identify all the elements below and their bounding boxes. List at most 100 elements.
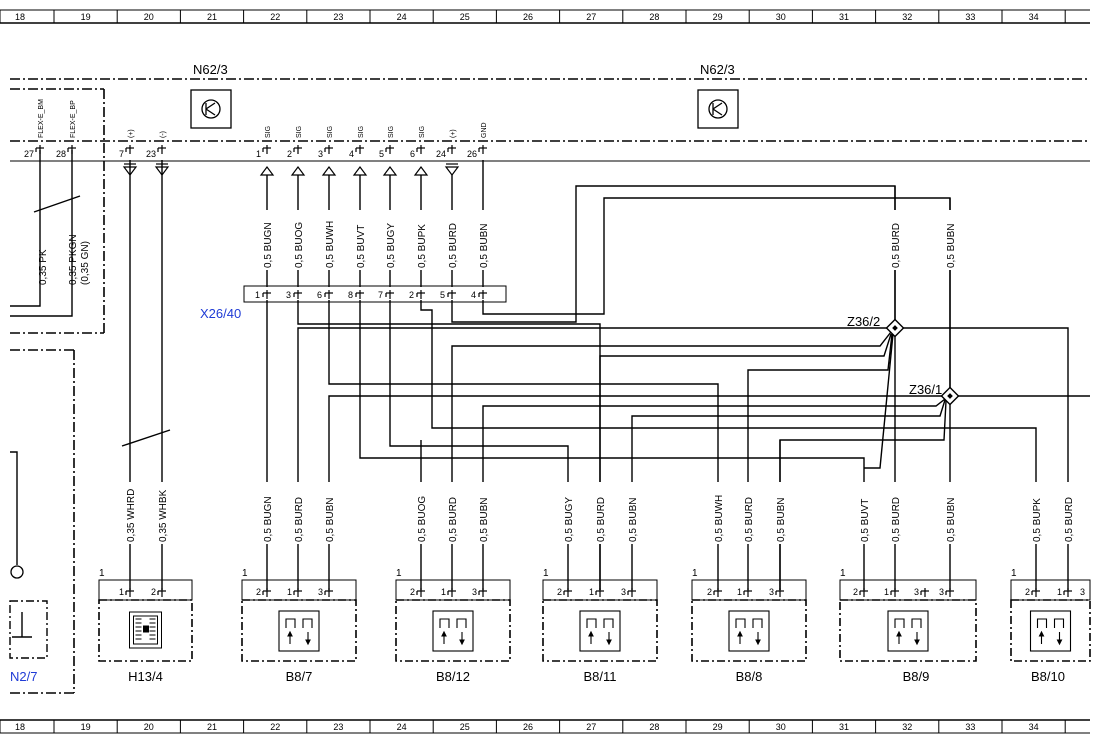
grid-ruler-bottom: [0, 719, 1090, 734]
pin-icon: [385, 145, 394, 154]
wire-label: 0,35 PKGN: [68, 234, 79, 285]
module-label-n62-right: N62/3: [700, 62, 735, 77]
grid-number: 29: [713, 12, 723, 22]
grid-number: 26: [523, 722, 533, 732]
svg-text:Z36/2: Z36/2: [847, 314, 880, 329]
pin-number: 23: [146, 149, 156, 159]
wire-label: 0,5 BURD: [891, 497, 902, 542]
grid-number: 33: [965, 12, 975, 22]
component-label: B8/11: [583, 669, 616, 684]
grid-number: 20: [144, 722, 154, 732]
pin-signal-label: (-): [160, 131, 167, 138]
connector-x26-40: X26/40: [200, 285, 507, 321]
grid-number: 25: [460, 722, 470, 732]
pin-number: 1: [884, 587, 889, 597]
wire-label: 0,5 BURD: [1064, 497, 1075, 542]
component-label: B8/8: [736, 669, 763, 684]
grid-number: 31: [839, 12, 849, 22]
pin-number: 1: [242, 568, 248, 579]
grid-number: 33: [965, 722, 975, 732]
wire-label: 0,5 BUVT: [860, 499, 871, 542]
wire-label: 0,5 BUPK: [1032, 498, 1043, 542]
pin-signal-label: SIG: [419, 126, 426, 138]
component-n2-7: N2/7: [9, 565, 48, 684]
pin-number: 3: [472, 587, 477, 597]
pin-icon: [1031, 588, 1040, 597]
wire-label: 0,5 BUOG: [417, 496, 428, 542]
pin-number: 4: [349, 149, 354, 159]
wire-label: 0,35 WHRD: [126, 489, 137, 542]
pin-number: 3: [914, 587, 919, 597]
pin-number: 1: [287, 587, 292, 597]
grid-number: 19: [81, 12, 91, 22]
pin-number: 5: [379, 149, 384, 159]
pin-number: 2: [409, 290, 414, 300]
ultrasonic-sensor-icon: [728, 610, 770, 652]
pin-number: 3: [318, 149, 323, 159]
pin-icon: [775, 588, 784, 597]
sensor-icon: [697, 89, 739, 129]
pin-icon: [478, 290, 487, 299]
pin-icon: [293, 588, 302, 597]
pin-number: 1: [1057, 587, 1062, 597]
ultrasonic-sensor-icon: [278, 610, 320, 652]
grid-number: 20: [144, 12, 154, 22]
pin-icon: [355, 290, 364, 299]
wire-label: 0,5 BURD: [596, 497, 607, 542]
pin-number: 1: [255, 290, 260, 300]
pin-signal-label: SIG: [265, 126, 272, 138]
grid-number: 21: [207, 722, 217, 732]
grid-number: 24: [397, 722, 407, 732]
pin-icon: [743, 588, 752, 597]
pin-number: 2: [1025, 587, 1030, 597]
ultrasonic-sensor-icon: [1029, 610, 1072, 652]
pin-signal-label: SIG: [296, 126, 303, 138]
pin-number: 26: [467, 149, 477, 159]
grid-number: 23: [333, 12, 343, 22]
pin-icon: [416, 588, 425, 597]
grid-number: 26: [523, 12, 533, 22]
pin-signal-label: (+): [128, 129, 135, 138]
wire-label: 0,5 BUBN: [479, 224, 490, 268]
wire-label: 0,5 BUGY: [564, 497, 575, 542]
pin-number: 3: [621, 587, 626, 597]
pin-number: 1: [840, 568, 846, 579]
pin-number: 1: [589, 587, 594, 597]
pin-number: 2: [256, 587, 261, 597]
wire-label: 0,5 BUGN: [263, 496, 274, 542]
pin-signal-label: FLEX-E_BM: [38, 99, 45, 138]
pin-number: 3: [318, 587, 323, 597]
sensor-icon: [190, 89, 232, 129]
wire-label: 0,5 BURD: [448, 223, 459, 268]
wire-label: 0,5 BUWH: [714, 495, 725, 542]
grid-number: 32: [902, 722, 912, 732]
pin-number: 2: [410, 587, 415, 597]
pin-icon: [416, 145, 425, 154]
pin-number: 7: [119, 149, 124, 159]
pin-signal-label: GND: [481, 122, 488, 138]
pin-number: 24: [436, 149, 446, 159]
ground-icon: [12, 612, 32, 638]
pin-icon: [563, 588, 572, 597]
grid-ruler-top: [0, 9, 1090, 24]
wire-label: 0,5 BUGN: [263, 222, 274, 268]
pin-icon: [627, 588, 636, 597]
grid-number: 19: [81, 722, 91, 732]
pin-number: 1: [441, 587, 446, 597]
component-label: B8/7: [286, 669, 313, 684]
pin-number: 7: [378, 290, 383, 300]
grid-number: 27: [586, 722, 596, 732]
pin-icon: [945, 588, 954, 597]
pin-number: 1: [99, 568, 105, 579]
component-label: B8/10: [1031, 669, 1065, 684]
wire-label: 0,5 BURD: [891, 223, 902, 268]
pin-icon: [1063, 588, 1072, 597]
pin-icon: [890, 588, 899, 597]
pin-icon: [478, 145, 487, 154]
